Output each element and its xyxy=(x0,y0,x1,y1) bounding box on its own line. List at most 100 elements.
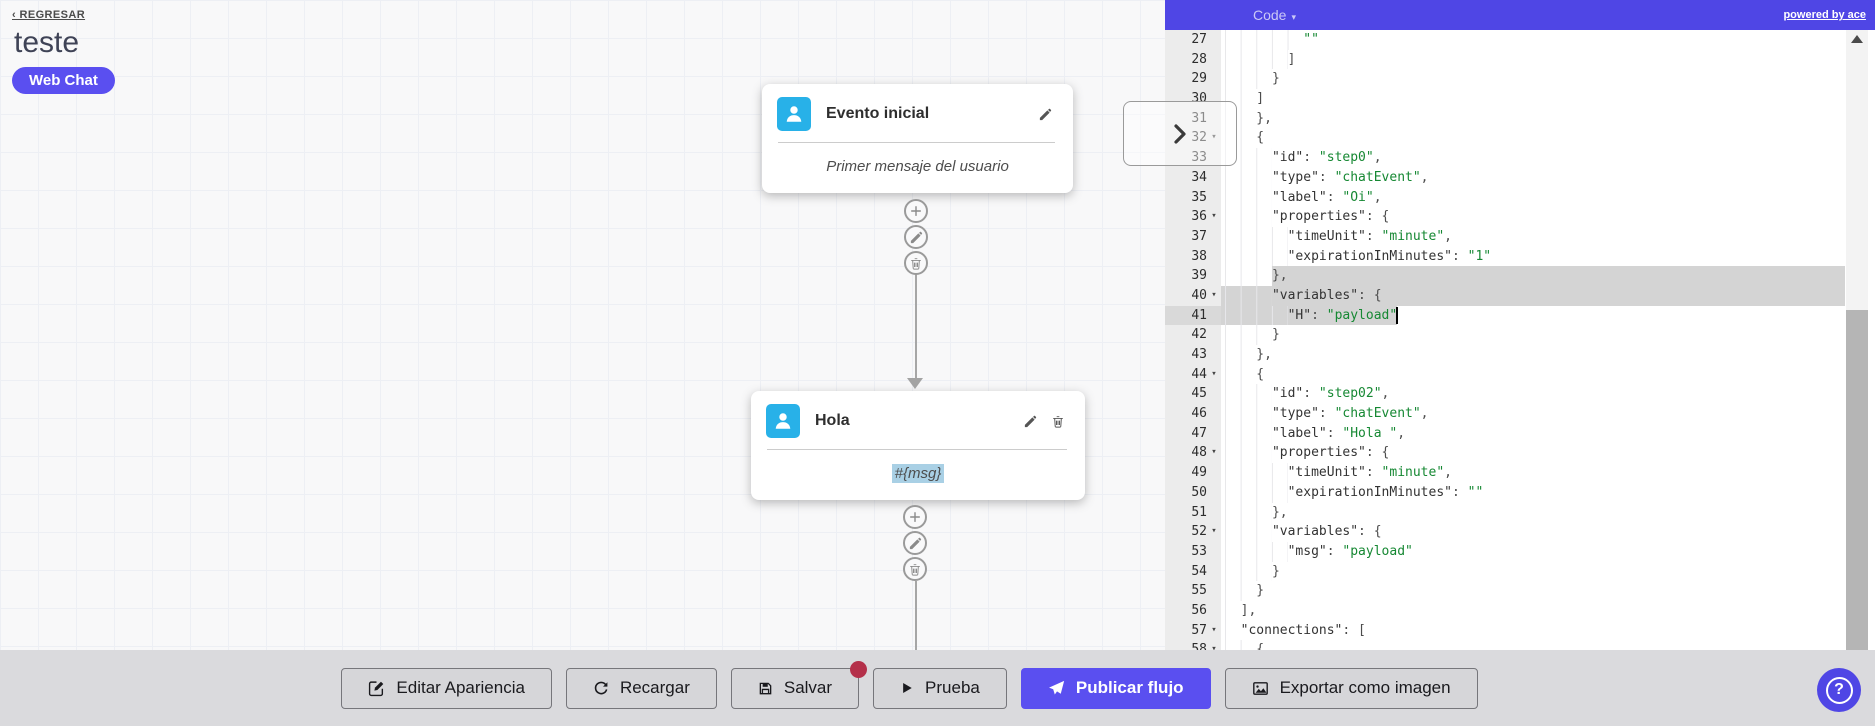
scrollbar-up-icon[interactable] xyxy=(1851,35,1863,43)
code-line-content: "msg": "payload" xyxy=(1221,541,1845,562)
code-line[interactable]: 42} xyxy=(1165,325,1845,345)
fold-arrow-icon[interactable]: ▾ xyxy=(1211,526,1217,537)
pencil-icon[interactable] xyxy=(1023,414,1038,429)
line-number: 36▾ xyxy=(1165,207,1221,227)
code-line[interactable]: 52▾"variables": { xyxy=(1165,522,1845,542)
code-line[interactable]: 49"timeUnit": "minute", xyxy=(1165,463,1845,483)
recargar-button[interactable]: Recargar xyxy=(565,667,717,709)
line-number: 28 xyxy=(1165,49,1221,70)
code-line[interactable]: 46"type": "chatEvent", xyxy=(1165,404,1845,424)
fold-arrow-icon[interactable]: ▾ xyxy=(1211,132,1217,143)
scrollbar-thumb[interactable] xyxy=(1846,310,1868,650)
code-line[interactable]: 32▾{ xyxy=(1165,128,1845,149)
flow-canvas[interactable]: ‹ REGRESAR teste Web Chat Evento inicial… xyxy=(0,0,1165,650)
code-line[interactable]: 29} xyxy=(1165,69,1845,90)
editor-scrollbar[interactable] xyxy=(1846,30,1868,650)
code-line[interactable]: 44▾{ xyxy=(1165,364,1845,385)
chat-event-icon xyxy=(777,97,811,131)
line-number: 44▾ xyxy=(1165,364,1221,385)
publicar-flujo-button[interactable]: Publicar flujo xyxy=(1020,667,1211,709)
prueba-button[interactable]: Prueba xyxy=(873,667,1007,709)
code-line-content: "" xyxy=(1221,30,1845,50)
code-line[interactable]: 39}, xyxy=(1165,266,1845,286)
code-line-content: }, xyxy=(1221,502,1845,523)
code-line[interactable]: 54} xyxy=(1165,561,1845,582)
fold-arrow-icon[interactable]: ▾ xyxy=(1211,447,1217,458)
text-selection xyxy=(1271,266,1845,286)
help-button[interactable]: ? xyxy=(1817,668,1861,712)
code-line[interactable]: 55} xyxy=(1165,581,1845,601)
code-line[interactable]: 40▾"variables": { xyxy=(1165,285,1845,306)
trash-icon[interactable] xyxy=(1051,414,1065,429)
connector-line xyxy=(915,581,917,650)
code-line[interactable]: 57▾"connections": [ xyxy=(1165,620,1845,641)
trash-icon xyxy=(908,562,922,577)
fold-arrow-icon[interactable]: ▾ xyxy=(1211,624,1217,635)
plus-icon xyxy=(908,510,922,524)
line-number: 47 xyxy=(1165,423,1221,444)
line-number: 30 xyxy=(1165,89,1221,109)
trash-node-button[interactable] xyxy=(903,557,927,581)
code-lines[interactable]: 27""28]29}30]31},32▾{33"id": "step0",34"… xyxy=(1165,30,1845,650)
code-line-content: "properties": { xyxy=(1221,443,1845,464)
trash-node-button[interactable] xyxy=(904,251,928,275)
chevron-right-icon xyxy=(1170,122,1190,146)
code-line-content: "variables": { xyxy=(1221,285,1845,306)
powered-by-ace-link[interactable]: powered by ace xyxy=(1783,9,1866,21)
plus-node-button[interactable] xyxy=(904,199,928,223)
pencil-node-button[interactable] xyxy=(904,225,928,249)
exportar-como-imagen-button[interactable]: Exportar como imagen xyxy=(1224,667,1478,709)
code-line[interactable]: 58▾{ xyxy=(1165,640,1845,650)
back-link[interactable]: ‹ REGRESAR xyxy=(12,9,86,21)
code-line-content: } xyxy=(1221,325,1845,345)
pencil-node-button[interactable] xyxy=(903,531,927,555)
fold-arrow-icon[interactable]: ▾ xyxy=(1211,368,1217,379)
code-line[interactable]: 27"" xyxy=(1165,30,1845,50)
code-line-content: ] xyxy=(1221,49,1845,70)
code-line[interactable]: 30] xyxy=(1165,89,1845,109)
text-cursor xyxy=(1396,306,1399,325)
publish-icon xyxy=(1048,680,1065,697)
button-label: Exportar como imagen xyxy=(1279,678,1451,697)
code-line-content: "H": "payload" xyxy=(1221,305,1845,326)
code-panel-toggle[interactable] xyxy=(1123,101,1237,166)
fold-arrow-icon[interactable]: ▾ xyxy=(1211,211,1217,222)
fold-arrow-icon[interactable]: ▾ xyxy=(1211,644,1217,650)
code-line-content: "expirationInMinutes": "1" xyxy=(1221,246,1845,267)
code-line[interactable]: 50"expirationInMinutes": "" xyxy=(1165,482,1845,503)
code-line[interactable]: 38"expirationInMinutes": "1" xyxy=(1165,246,1845,267)
code-line[interactable]: 37"timeUnit": "minute", xyxy=(1165,226,1845,247)
code-line[interactable]: 35"label": "Oi", xyxy=(1165,187,1845,208)
code-line[interactable]: 56], xyxy=(1165,600,1845,621)
salvar-button[interactable]: Salvar xyxy=(730,660,868,709)
code-line[interactable]: 43}, xyxy=(1165,345,1845,365)
code-line[interactable]: 53"msg": "payload" xyxy=(1165,541,1845,562)
line-number: 34 xyxy=(1165,167,1221,188)
editar-apariencia-button[interactable]: Editar Apariencia xyxy=(341,667,552,709)
code-line-content: "timeUnit": "minute", xyxy=(1221,463,1845,483)
code-line-content: "id": "step0", xyxy=(1221,148,1845,168)
code-line[interactable]: 47"label": "Hola ", xyxy=(1165,423,1845,444)
code-line[interactable]: 51}, xyxy=(1165,502,1845,523)
unsaved-changes-badge xyxy=(850,660,868,678)
code-line-content: "label": "Oi", xyxy=(1221,187,1845,208)
flow-node[interactable]: Hola#{msg} xyxy=(751,391,1085,500)
editor-mode-select[interactable]: Code▾ xyxy=(1253,7,1296,23)
fold-arrow-icon[interactable]: ▾ xyxy=(1211,289,1217,300)
code-line[interactable]: 34"type": "chatEvent", xyxy=(1165,167,1845,188)
code-line-content: { xyxy=(1221,640,1845,650)
code-line[interactable]: 36▾"properties": { xyxy=(1165,207,1845,227)
code-line[interactable]: 31}, xyxy=(1165,108,1845,129)
line-number: 35 xyxy=(1165,187,1221,208)
line-number: 37 xyxy=(1165,226,1221,247)
code-line[interactable]: 48▾"properties": { xyxy=(1165,443,1845,464)
plus-node-button[interactable] xyxy=(903,505,927,529)
code-line[interactable]: 41"H": "payload" xyxy=(1165,305,1845,326)
pencil-icon[interactable] xyxy=(1038,107,1053,122)
code-line[interactable]: 45"id": "step02", xyxy=(1165,384,1845,405)
code-editor[interactable]: Code▾ powered by ace 27""28]29}30]31},32… xyxy=(1165,0,1875,650)
code-line[interactable]: 33"id": "step0", xyxy=(1165,148,1845,168)
code-line[interactable]: 28] xyxy=(1165,49,1845,70)
code-line-content: "properties": { xyxy=(1221,207,1845,227)
